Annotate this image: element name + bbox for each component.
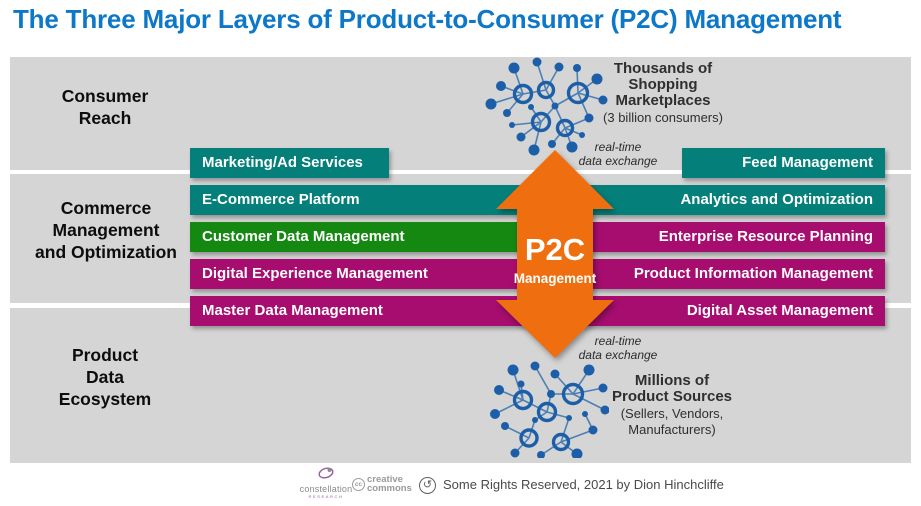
- marketplace-network-icon: [485, 57, 608, 156]
- bar-digital-experience-management: Digital Experience Management: [190, 259, 556, 289]
- bar-ecommerce-platform: E-Commerce Platform: [190, 185, 556, 215]
- exchange-line: data exchange: [578, 154, 658, 168]
- exchange-caption-bottom: real-time data exchange: [563, 334, 673, 362]
- constellation-research-label: RESEARCH: [308, 494, 344, 499]
- marketplaces-line: Marketplaces: [615, 92, 711, 109]
- product-sources-label: Millions of Product Sources (Sellers, Ve…: [587, 373, 757, 437]
- layer-label-line: and Optimization: [35, 242, 177, 262]
- p2c-double-arrow: P2C Management: [496, 150, 614, 358]
- cc-word: commons: [367, 482, 412, 494]
- sources-line: Millions of: [634, 372, 710, 389]
- layer-label-line: Data: [86, 367, 124, 387]
- arrow-title: P2C: [525, 232, 585, 267]
- bar-product-information-management: Product Information Management: [556, 259, 885, 289]
- creative-commons-logo: cc creative commons: [352, 474, 412, 494]
- product-data-band: [10, 308, 911, 463]
- layer-label-line: Reach: [78, 108, 132, 128]
- layer-label-line: Consumer: [61, 86, 149, 106]
- network-dots: [485, 57, 608, 156]
- exchange-line: real-time: [594, 140, 642, 154]
- sources-line: Product Sources: [611, 388, 733, 405]
- rights-reserved-text: Some Rights Reserved, 2021 by Dion Hinch…: [443, 477, 724, 492]
- bar-analytics-and-optimization: Analytics and Optimization: [556, 185, 885, 215]
- network-hub-rings: [512, 80, 590, 138]
- product-sources-network-icon: [490, 361, 609, 458]
- exchange-line: real-time: [594, 334, 642, 348]
- layer-label-product-data: Product Data Ecosystem: [15, 344, 195, 410]
- network-dots: [490, 361, 609, 458]
- marketplaces-subline: (3 billion consumers): [603, 110, 723, 125]
- page-title: The Three Major Layers of Product-to-Con…: [13, 4, 842, 34]
- rights-reserved-arrow-icon: ↺: [419, 477, 436, 494]
- arrow-shape: [496, 150, 614, 358]
- bar-feed-management: Feed Management: [682, 148, 885, 178]
- marketplaces-line: Shopping: [628, 76, 698, 93]
- constellation-wordmark: constellation: [299, 484, 353, 494]
- constellation-swirl-icon: [318, 467, 334, 479]
- layer-label-commerce: Commerce Management and Optimization: [8, 197, 204, 263]
- bar-customer-data-management: Customer Data Management: [190, 222, 556, 252]
- layer-label-line: Commerce: [60, 198, 152, 218]
- exchange-caption-top: real-time data exchange: [563, 140, 673, 168]
- sources-subline: (Sellers, Vendors,: [620, 406, 724, 421]
- exchange-line: data exchange: [578, 348, 658, 362]
- layer-label-line: Product: [71, 345, 139, 365]
- marketplaces-label: Thousands of Shopping Marketplaces (3 bi…: [588, 61, 738, 126]
- bar-enterprise-resource-planning: Enterprise Resource Planning: [556, 222, 885, 252]
- network-hub-rings: [512, 382, 585, 452]
- cc-word: creative: [367, 474, 403, 485]
- arrow-subtitle: Management: [514, 271, 597, 286]
- constellation-logo: constellation RESEARCH: [296, 466, 356, 499]
- cc-badge-icon: cc: [352, 478, 365, 491]
- bar-master-data-management: Master Data Management: [190, 296, 556, 326]
- layer-label-line: Management: [52, 220, 160, 240]
- marketplaces-line: Thousands of: [613, 60, 713, 77]
- sources-subline: Manufacturers): [628, 421, 716, 437]
- network-lines: [490, 61, 604, 151]
- bar-marketing-ad-services: Marketing/Ad Services: [190, 148, 389, 178]
- layer-label-line: Ecosystem: [58, 389, 152, 409]
- layer-label-consumer-reach: Consumer Reach: [15, 85, 195, 129]
